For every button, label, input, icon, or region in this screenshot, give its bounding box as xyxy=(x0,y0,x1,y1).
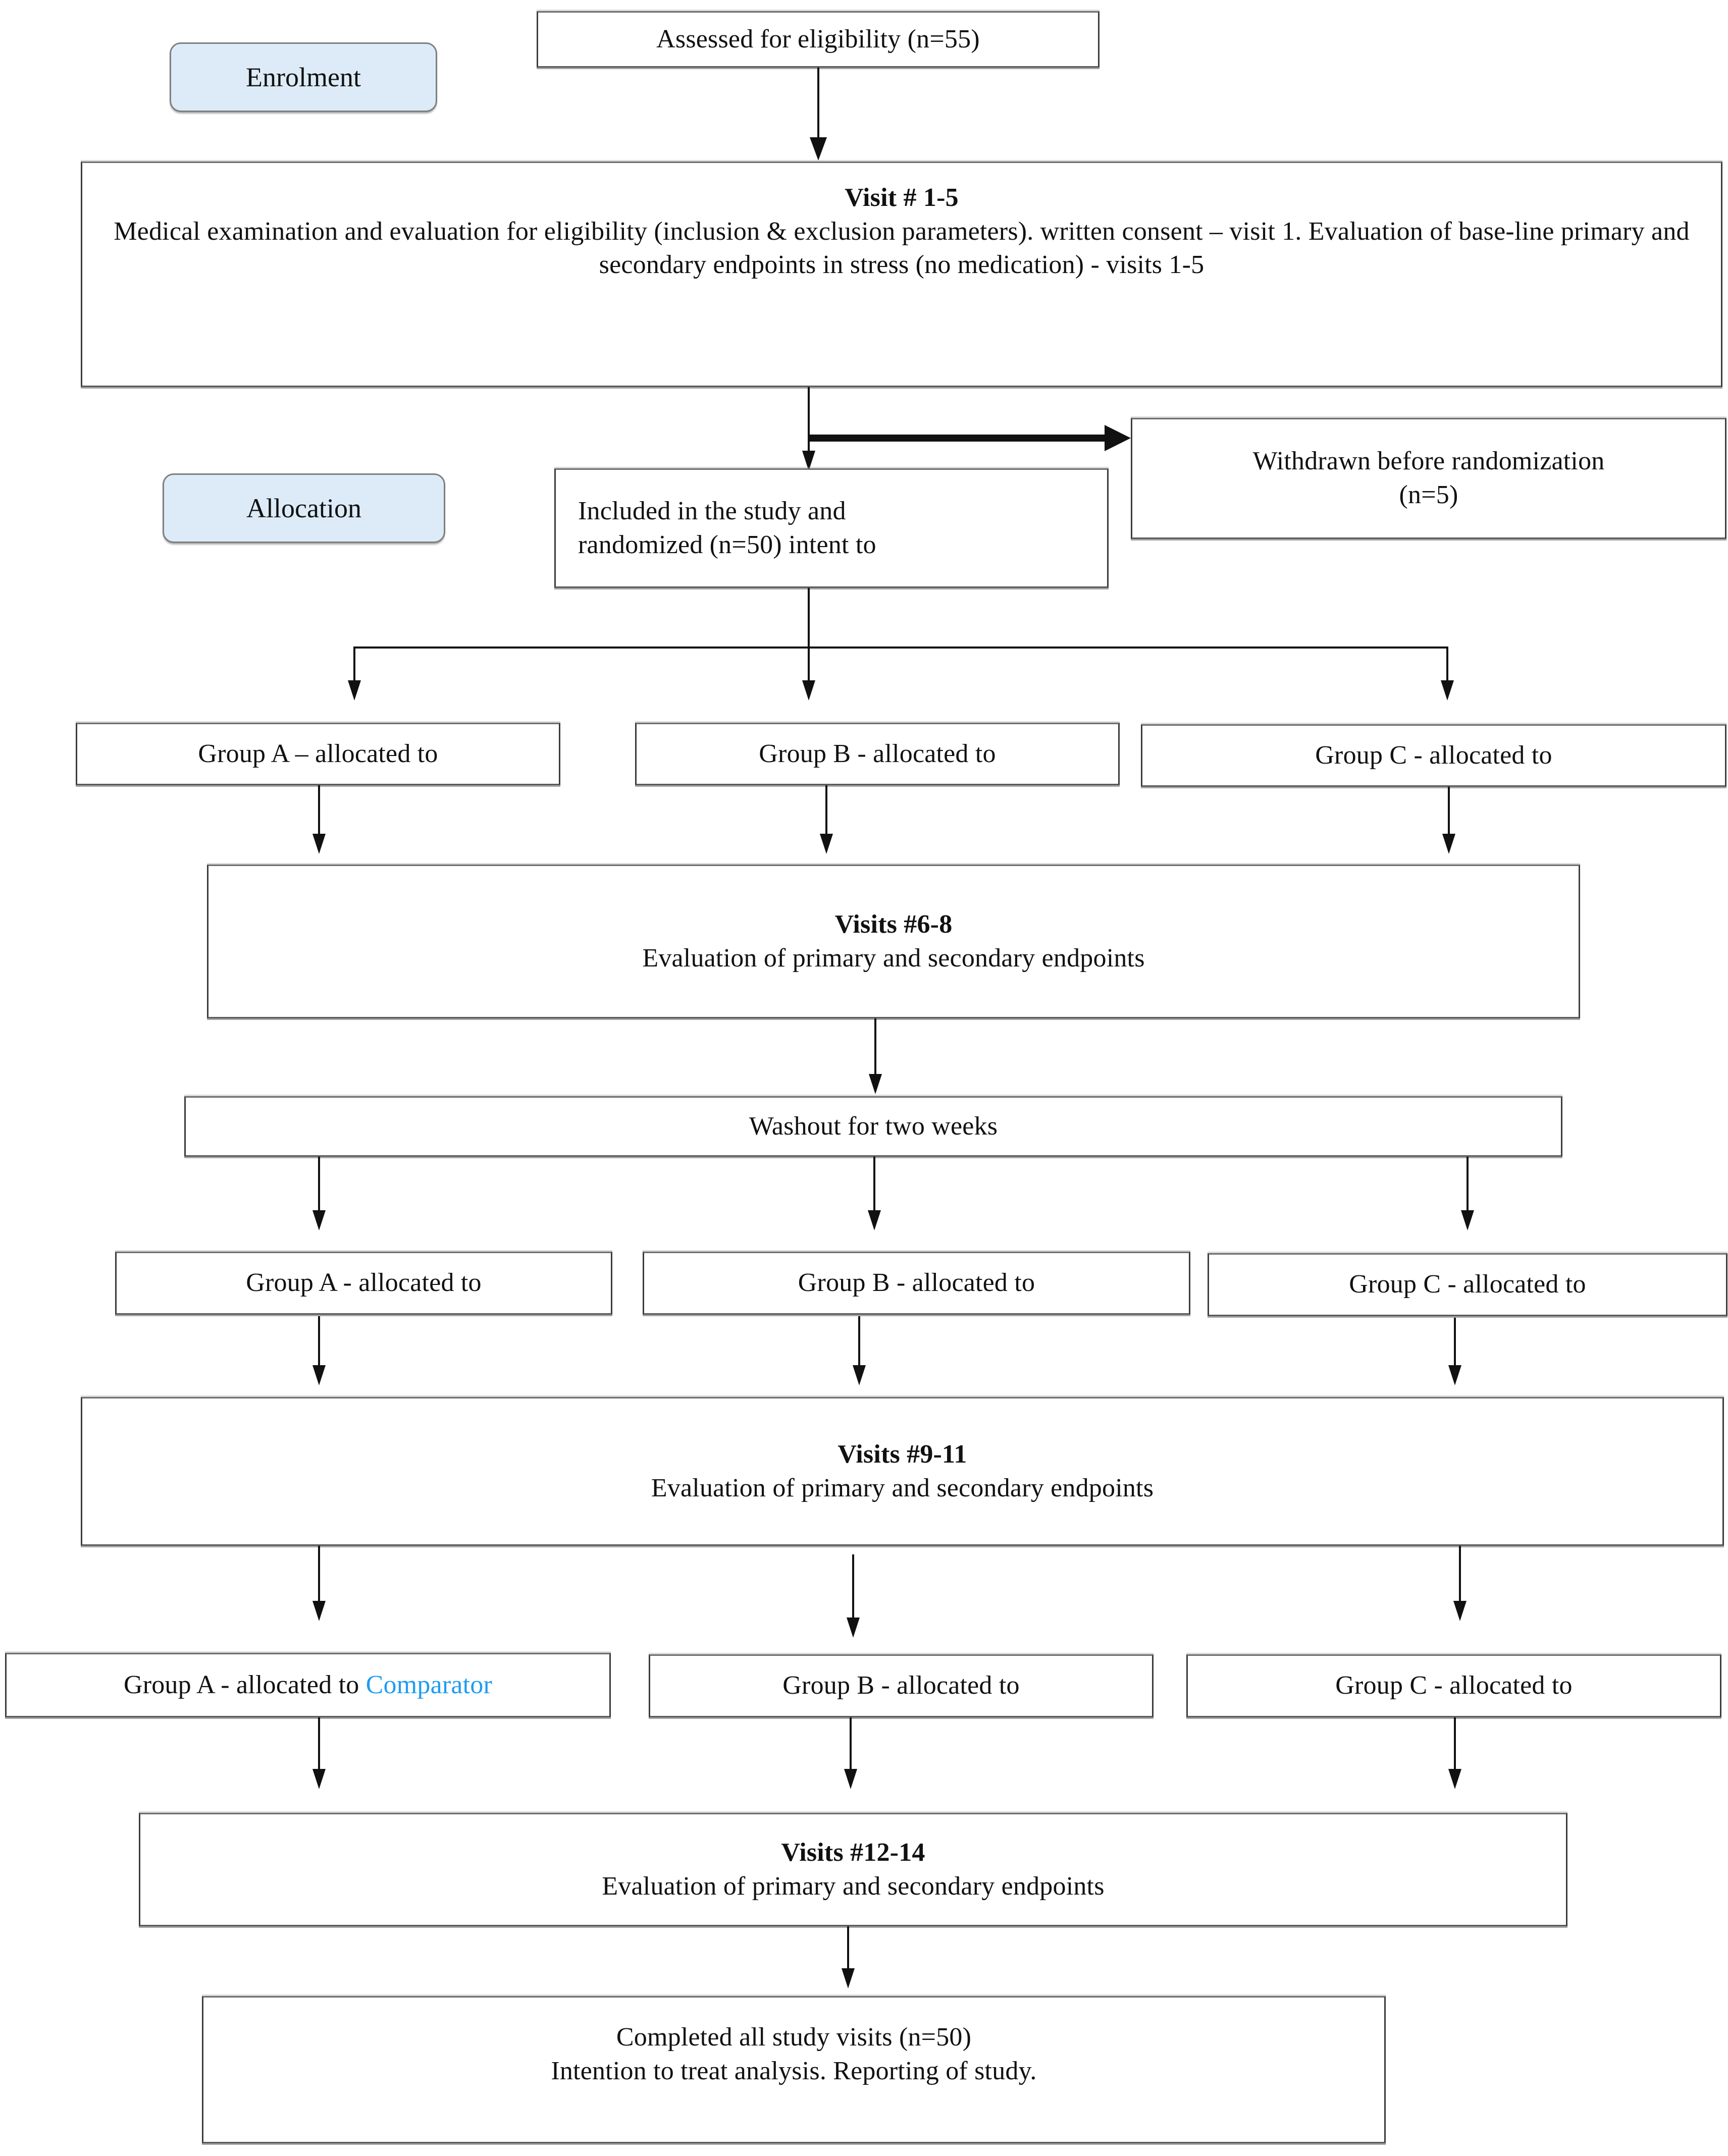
node-completed-line1: Completed all study visits (n=50) xyxy=(616,2023,972,2052)
connector-washout-to-groupB2 xyxy=(873,1157,875,1225)
node-visit-1-5: Visit # 1-5 Medical examination and eval… xyxy=(81,161,1722,387)
node-group-a-period3-comparator: Comparator xyxy=(365,1670,493,1699)
connector-bus-to-groupA-1 xyxy=(353,646,355,694)
arrow-washout-to-groupA2 xyxy=(312,1210,326,1230)
arrow-visits911-to-groupC3 xyxy=(1453,1601,1467,1621)
node-group-c-period2: Group C - allocated to xyxy=(1208,1253,1727,1316)
arrow-to-groupA-period1 xyxy=(348,680,361,700)
connector-groupA3-to-visits1214 xyxy=(318,1717,320,1783)
arrow-groupA2-to-visits911 xyxy=(312,1365,326,1385)
arrow-groupC2-to-visits911 xyxy=(1448,1365,1461,1385)
connector-groupB2-to-visits911 xyxy=(858,1316,860,1379)
node-visits-12-14-body: Evaluation of primary and secondary endp… xyxy=(602,1871,1105,1901)
arrow-groupA3-to-visits1214 xyxy=(312,1769,326,1789)
node-visit-1-5-title: Visit # 1-5 xyxy=(845,183,959,212)
node-group-c-period3: Group C - allocated to xyxy=(1186,1654,1721,1717)
connector-visits1214-to-completed xyxy=(847,1926,849,1979)
connector-groupC3-to-visits1214 xyxy=(1454,1717,1456,1783)
node-group-a-period3: Group A - allocated to Comparator xyxy=(5,1653,611,1717)
connector-groupB1-to-visits68 xyxy=(825,785,827,846)
arrow-visits911-to-groupB3 xyxy=(847,1618,860,1638)
node-group-b-period1: Group B - allocated to xyxy=(635,723,1120,785)
node-group-c-period2-label: Group C - allocated to xyxy=(1349,1270,1586,1299)
node-withdrawn-line2: (n=5) xyxy=(1399,480,1458,509)
arrow-to-groupB-period1 xyxy=(802,680,815,700)
node-group-a-period3-prefix: Group A - allocated to xyxy=(123,1670,366,1699)
node-group-a-period2-label: Group A - allocated to xyxy=(246,1268,482,1298)
node-assessed-text: Assessed for eligibility (n=55) xyxy=(656,24,980,53)
connector-assessed-to-visit15 xyxy=(817,68,819,141)
node-group-a-period1: Group A – allocated to xyxy=(76,723,560,785)
connector-washout-to-groupA2 xyxy=(318,1157,320,1225)
connector-visits68-to-washout xyxy=(874,1018,876,1080)
node-visits-6-8-body: Evaluation of primary and secondary endp… xyxy=(642,943,1145,973)
arrow-washout-to-groupB2 xyxy=(868,1210,881,1230)
connector-visits911-to-groupB3 xyxy=(852,1554,854,1630)
connector-groupC1-to-visits68 xyxy=(1448,787,1450,847)
phase-badge-enrolment: Enrolment xyxy=(170,42,437,112)
node-visits-9-11-title: Visits #9-11 xyxy=(837,1439,967,1469)
node-group-b-period1-label: Group B - allocated to xyxy=(759,739,996,768)
node-group-b-period3-label: Group B - allocated to xyxy=(782,1671,1020,1700)
connector-included-down xyxy=(808,588,810,648)
node-washout: Washout for two weeks xyxy=(184,1096,1562,1157)
node-visits-6-8: Visits #6-8 Evaluation of primary and se… xyxy=(207,865,1580,1018)
phase-badge-allocation: Allocation xyxy=(163,473,445,543)
arrow-groupB2-to-visits911 xyxy=(853,1365,866,1385)
node-visits-12-14-title: Visits #12-14 xyxy=(781,1838,925,1867)
connector-bus-to-groupB-1 xyxy=(808,646,810,694)
node-visit-1-5-body: Medical examination and evaluation for e… xyxy=(114,217,1690,280)
node-included-line1: Included in the study and xyxy=(578,496,846,525)
connector-groupC2-to-visits911 xyxy=(1454,1318,1456,1381)
arrow-assessed-to-visit15 xyxy=(810,137,827,160)
connector-groupA2-to-visits911 xyxy=(318,1316,320,1379)
arrow-groupC3-to-visits1214 xyxy=(1448,1769,1461,1789)
connector-split-bus-period1 xyxy=(353,646,1447,649)
node-included-line2: randomized (n=50) intent to xyxy=(578,530,876,559)
arrow-visits911-to-groupA3 xyxy=(312,1601,326,1621)
node-visits-9-11: Visits #9-11 Evaluation of primary and s… xyxy=(81,1397,1724,1546)
arrow-washout-to-groupC2 xyxy=(1461,1210,1474,1230)
node-included-randomized: Included in the study and randomized (n=… xyxy=(554,468,1109,588)
node-group-a-period1-label: Group A – allocated to xyxy=(198,739,438,768)
node-group-b-period3: Group B - allocated to xyxy=(649,1654,1154,1717)
arrow-visits1214-to-completed xyxy=(842,1968,855,1988)
node-group-a-period2: Group A - allocated to xyxy=(115,1252,612,1315)
node-completed-line2: Intention to treat analysis. Reporting o… xyxy=(551,2056,1037,2085)
node-group-b-period2-label: Group B - allocated to xyxy=(798,1268,1035,1298)
arrow-to-withdrawn xyxy=(1105,425,1131,451)
node-group-b-period2: Group B - allocated to xyxy=(643,1252,1190,1315)
node-group-c-period1: Group C - allocated to xyxy=(1141,724,1726,787)
connector-to-withdrawn-line xyxy=(808,435,1116,442)
node-assessed-for-eligibility: Assessed for eligibility (n=55) xyxy=(537,11,1099,68)
arrow-visits68-to-washout xyxy=(869,1074,882,1094)
node-withdrawn-before-randomization: Withdrawn before randomization (n=5) xyxy=(1131,418,1726,539)
phase-badge-allocation-label: Allocation xyxy=(246,493,361,523)
arrow-to-groupC-period1 xyxy=(1441,680,1454,700)
node-group-c-period3-label: Group C - allocated to xyxy=(1335,1671,1573,1700)
connector-bus-to-groupC-1 xyxy=(1446,646,1448,694)
node-completed-all-study-visits: Completed all study visits (n=50) Intent… xyxy=(202,1996,1386,2143)
node-visits-6-8-title: Visits #6-8 xyxy=(834,909,953,939)
connector-visits911-to-groupA3 xyxy=(318,1546,320,1614)
node-withdrawn-line1: Withdrawn before randomization xyxy=(1252,447,1605,476)
connector-washout-to-groupC2 xyxy=(1467,1157,1469,1225)
node-group-c-period1-label: Group C - allocated to xyxy=(1315,740,1552,770)
node-group-a-period3-label: Group A - allocated to Comparator xyxy=(124,1668,492,1702)
node-visits-12-14: Visits #12-14 Evaluation of primary and … xyxy=(139,1813,1567,1926)
arrow-groupC1-to-visits68 xyxy=(1442,834,1455,854)
arrow-visit15-to-included xyxy=(802,451,815,471)
connector-groupA1-to-visits68 xyxy=(318,785,320,846)
connector-groupB3-to-visits1214 xyxy=(850,1717,852,1783)
node-washout-text: Washout for two weeks xyxy=(749,1111,998,1141)
phase-badge-enrolment-label: Enrolment xyxy=(246,62,361,92)
arrow-groupB1-to-visits68 xyxy=(820,834,833,854)
connector-visit15-down xyxy=(808,387,810,469)
node-visits-9-11-body: Evaluation of primary and secondary endp… xyxy=(651,1473,1154,1502)
arrow-groupB3-to-visits1214 xyxy=(844,1769,857,1789)
arrow-groupA1-to-visits68 xyxy=(312,834,326,854)
connector-visits911-to-groupC3 xyxy=(1459,1546,1461,1614)
